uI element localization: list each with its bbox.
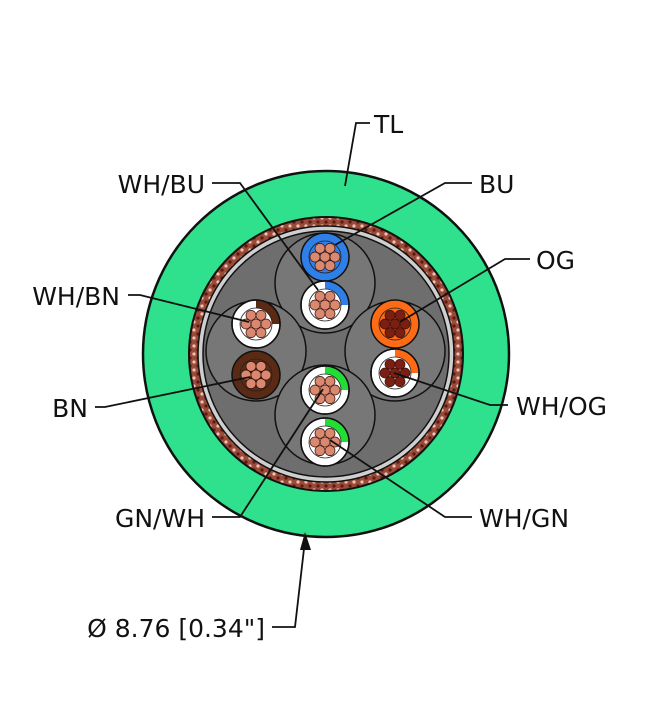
conductor-orange xyxy=(370,299,420,349)
leader-wh-bu xyxy=(212,182,319,291)
conductor-white-brown xyxy=(231,299,281,349)
leader-og xyxy=(399,258,530,323)
leader-bu xyxy=(334,182,472,246)
label-gn-wh: GN/WH xyxy=(115,504,205,533)
leader-wh-bn xyxy=(128,294,250,323)
conductor-brown xyxy=(231,350,281,400)
leader-gn-wh xyxy=(212,388,324,518)
label-og: OG xyxy=(536,246,575,275)
leader-diameter xyxy=(272,539,306,628)
label-wh-bn: WH/BN xyxy=(32,282,120,311)
label-wh-og: WH/OG xyxy=(516,392,607,421)
conductor-green-white xyxy=(300,365,350,415)
leader-wh-og xyxy=(393,372,508,406)
leader-bn xyxy=(95,376,251,408)
label-wh-gn: WH/GN xyxy=(479,504,569,533)
conductor-white-green xyxy=(300,417,350,467)
label-tl: TL xyxy=(373,110,403,139)
cable-core xyxy=(202,230,450,478)
label-bn: BN xyxy=(52,394,88,423)
label-wh-bu: WH/BU xyxy=(118,170,205,199)
diameter-arrowhead xyxy=(300,532,311,550)
label-diameter: Ø 8.76 [0.34"] xyxy=(87,614,265,643)
label-bu: BU xyxy=(479,170,514,199)
conductor-white-blue xyxy=(300,280,350,330)
conductor-blue xyxy=(300,232,350,282)
leader-tl xyxy=(344,122,370,187)
leader-wh-gn xyxy=(329,439,472,518)
